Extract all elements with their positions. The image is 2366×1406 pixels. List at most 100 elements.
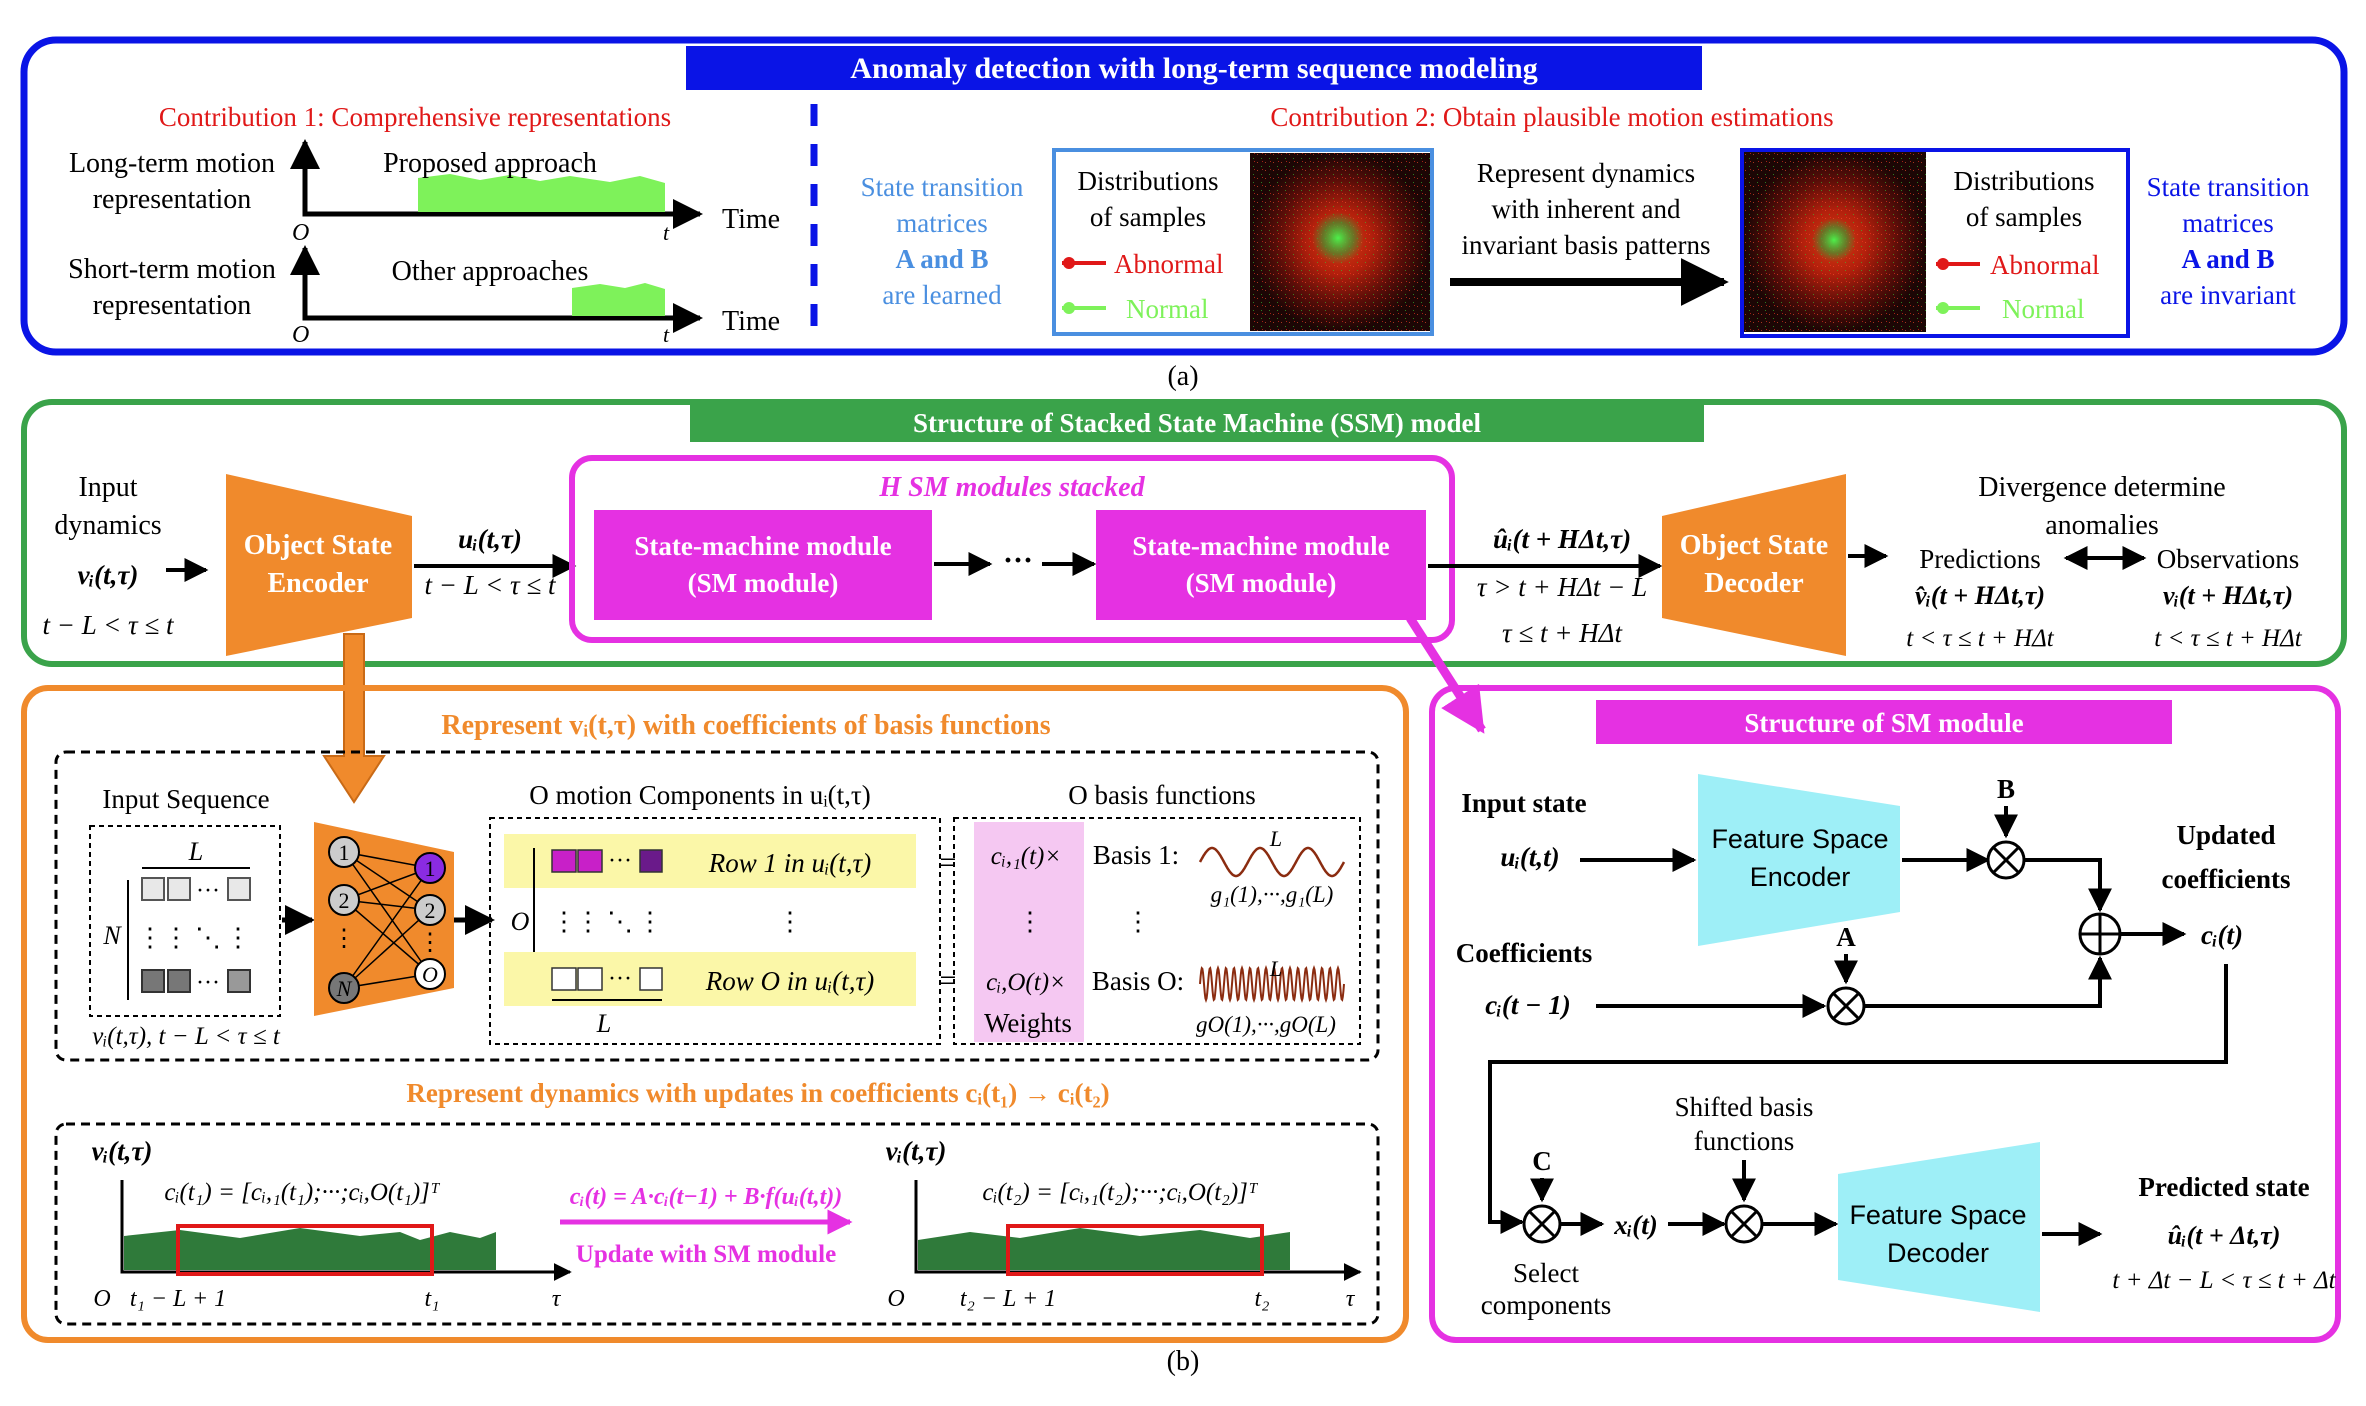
short-term-axes (290, 245, 703, 333)
distribution-title-right-1: Distributions (1953, 166, 2094, 196)
input-node-n (328, 972, 360, 1004)
fsd-label-1: Feature Space (1849, 1200, 2026, 1230)
short-term-t: t (663, 322, 670, 347)
uhat-range-2: τ ≤ t + HΔt (1502, 618, 1624, 648)
sequence-L: L (188, 837, 203, 866)
short-term-time: Time (722, 306, 780, 337)
svg-text:⋮: ⋮ (551, 907, 577, 936)
vt-left: vᵢ(t,τ) (92, 1136, 153, 1166)
sm-module-1-label-2: (SM module) (688, 568, 839, 598)
represent-text-2: with inherent and (1492, 194, 1681, 224)
t1-label: t₁ (424, 1286, 439, 1312)
sm-module-1 (594, 510, 932, 620)
coefficient-o: cᵢ,O(t)× (986, 969, 1066, 996)
divergence-text-1: Divergence determine (1978, 472, 2225, 503)
shifted-basis-1: Shifted basis (1675, 1092, 1814, 1122)
weights-label: Weights (984, 1008, 1072, 1038)
input-sequence-label: Input Sequence (102, 784, 269, 814)
c-label: C (1532, 1146, 1552, 1176)
input-dynamics-var: vᵢ(t,τ) (78, 560, 139, 590)
invariant-text-3: A and B (2181, 244, 2274, 274)
row-1-cubes: ··· (551, 848, 663, 874)
motion-components-title: O motion Components in uᵢ(t,τ) (529, 780, 871, 810)
coefficients-label: Coefficients (1456, 938, 1592, 968)
distribution-title-1: Distributions (1077, 166, 1218, 196)
uhat-range-1: τ > t + HΔt − L (1477, 572, 1647, 602)
sm-module-1-label-1: State-machine module (634, 531, 891, 561)
normal-legend-left (1062, 302, 1106, 314)
ct1-vector: cᵢ(t₁) = [cᵢ,₁(t₁);···;cᵢ,O(t₁)]ᵀ (164, 1179, 440, 1206)
distribution-title-2: of samples (1090, 202, 1206, 232)
normal-legend-right (1936, 302, 1980, 314)
u-range: t − L < τ ≤ t (425, 570, 557, 600)
panel-a-title-bar (686, 46, 1702, 90)
shifted-basis-2: functions (1694, 1126, 1795, 1156)
basis-1-g: g₁(1),···,g₁(L) (1211, 882, 1334, 907)
sm-panel-title-bar (1596, 700, 2172, 744)
short-term-area (572, 283, 665, 316)
output-node-1-label: 1 (425, 856, 436, 881)
coefficient-panel-border (21, 685, 1409, 1343)
ssm-panel-border (21, 399, 2347, 667)
left-area (124, 1228, 496, 1270)
t2-label: t₂ (1254, 1286, 1269, 1312)
basis-box (953, 817, 1361, 1045)
long-term-area (418, 174, 665, 212)
row-o-cubes: ··· (551, 966, 663, 992)
equals-o: = (940, 964, 957, 997)
contribution-2-label: Contribution 2: Obtain plausible motion … (1270, 102, 1833, 132)
abnormal-label-right: Abnormal (1990, 250, 2099, 280)
weights-highlight (974, 822, 1084, 1042)
predicted-state-var: ûᵢ(t + Δt,τ) (2168, 1221, 2281, 1250)
input-state-label: Input state (1461, 788, 1586, 818)
fse-label-1: Feature Space (1711, 824, 1888, 854)
ct2-vector: cᵢ(t₂) = [cᵢ,₁(t₂);···;cᵢ,O(t₂)]ᵀ (982, 1179, 1258, 1206)
ssm-title: Structure of Stacked State Machine (SSM)… (913, 408, 1481, 438)
distribution-title-right-2: of samples (1966, 202, 2082, 232)
updated-coef-1: Updated (2176, 820, 2275, 850)
prediction-range: t < τ ≤ t + HΔt (1906, 625, 2055, 652)
input-dynamics-range: t − L < τ ≤ t (43, 610, 175, 640)
basis-o-L: L (1269, 956, 1282, 981)
component-O: O (511, 907, 530, 936)
sm-module-h (1096, 510, 1426, 620)
fsd-label-2: Decoder (1887, 1238, 1989, 1268)
output-node-o-label: O (422, 962, 438, 987)
normal-label-left: Normal (1126, 294, 1208, 324)
observation-range: t < τ ≤ t + HΔt (2154, 625, 2303, 652)
invariant-text-2: matrices (2182, 208, 2273, 238)
input-node-1-label: 1 (339, 840, 350, 865)
object-state-encoder-shape (226, 474, 412, 656)
svg-text:⋮: ⋮ (137, 923, 163, 952)
basis-dots: ⋮ (1125, 907, 1151, 936)
predicted-state-range: t + Δt − L < τ ≤ t + Δt (2112, 1267, 2336, 1294)
left-window (176, 1224, 434, 1276)
long-term-origin: O (292, 220, 309, 246)
feature-space-encoder-shape (1698, 774, 1900, 946)
decoder-label-2: Decoder (1704, 568, 1804, 599)
svg-text:⋮: ⋮ (637, 907, 663, 936)
sm-stack-border (569, 455, 1455, 643)
ct-1-label: cᵢ(t − 1) (1485, 990, 1570, 1020)
basis-section-border (54, 750, 1380, 1062)
ssm-title-bar (690, 404, 1704, 442)
vt-right: vᵢ(t,τ) (886, 1136, 947, 1166)
contribution-1-label: Contribution 1: Comprehensive representa… (159, 102, 671, 132)
component-dots: ⋮ ⋮ ⋱ ⋮ ⋮ (551, 907, 803, 936)
a-multiply-icon (1826, 986, 1866, 1026)
svg-text:···: ··· (608, 966, 632, 992)
basis-o-g: gO(1),···,gO(L) (1196, 1012, 1336, 1037)
distribution-box-invariant (1740, 148, 2130, 338)
sm-panel-title: Structure of SM module (1744, 708, 2023, 738)
component-L: L (596, 1009, 611, 1038)
right-tau: τ (1346, 1286, 1356, 1312)
distribution-box-learned (1052, 148, 1434, 336)
sm-stack-title: H SM modules stacked (878, 472, 1145, 503)
short-term-origin: O (292, 322, 309, 348)
sequence-N: N (102, 921, 122, 950)
decoder-label-1: Object State (1680, 530, 1829, 561)
panel-a-title: Anomaly detection with long-term sequenc… (850, 52, 1537, 85)
row-o-label: Row O in uᵢ(t,τ) (705, 966, 874, 996)
output-node-1 (414, 852, 446, 884)
